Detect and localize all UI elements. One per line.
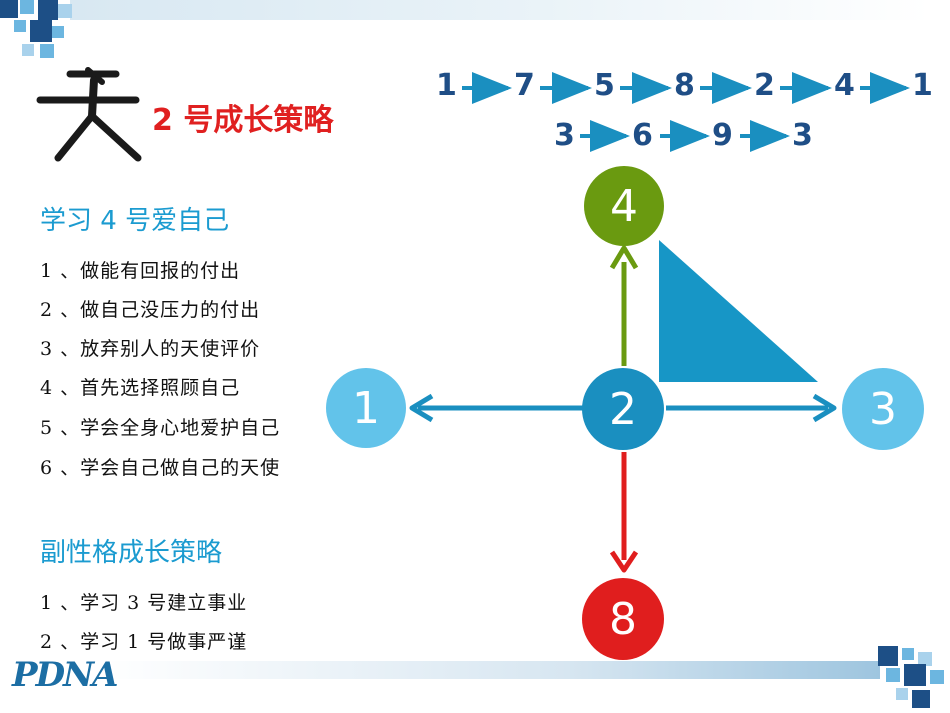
learn-item: 6 、学会自己做自己的天使 <box>40 457 281 479</box>
learn-item: 5 、学会全身心地爱护自己 <box>40 417 281 439</box>
learn-item: 3 、放弃别人的天使评价 <box>40 338 261 360</box>
seq1-n5: 4 <box>834 68 855 103</box>
footer-gradient-bar <box>100 661 880 679</box>
sequence-row-1: 1 7 5 8 2 4 1 <box>436 68 936 108</box>
sub-item: 1 、学习 3 号建立事业 <box>40 592 248 614</box>
seq1-n2: 5 <box>594 68 615 103</box>
logo-text: PDNA <box>12 655 119 695</box>
node-4: 4 <box>584 166 664 246</box>
learn-heading: 学习 4 号爱自己 <box>40 206 230 236</box>
sub-item: 2 、学习 1 号做事严谨 <box>40 631 248 653</box>
seq2-n0: 3 <box>554 118 575 153</box>
learn-item: 4 、首先选择照顾自己 <box>40 377 241 399</box>
node-2: 2 <box>582 368 664 450</box>
node-3-label: 3 <box>869 383 897 435</box>
node-1: 1 <box>326 368 406 448</box>
node-3: 3 <box>842 368 924 450</box>
page-title: 2 号成长策略 <box>152 103 334 138</box>
triangle-shape <box>659 240 818 382</box>
seq1-n4: 2 <box>754 68 775 103</box>
pdna-logo: PDNA <box>12 655 119 695</box>
sub-heading: 副性格成长策略 <box>40 538 223 568</box>
learn-item: 2 、做自己没压力的付出 <box>40 299 261 321</box>
node-1-label: 1 <box>352 382 380 434</box>
seq2-n3: 3 <box>792 118 813 153</box>
node-2-label: 2 <box>609 383 637 435</box>
node-4-label: 4 <box>610 180 638 232</box>
seq1-n3: 8 <box>674 68 695 103</box>
node-8-label: 8 <box>609 593 637 645</box>
node-8: 8 <box>582 578 664 660</box>
seq1-n1: 7 <box>514 68 535 103</box>
seq2-n2: 9 <box>712 118 733 153</box>
sequence-row-2: 3 6 9 3 <box>554 118 824 158</box>
seq2-n1: 6 <box>632 118 653 153</box>
learn-item: 1 、做能有回报的付出 <box>40 260 241 282</box>
seq1-n6: 1 <box>912 68 933 103</box>
header-gradient-bar <box>70 0 930 20</box>
seq1-n0: 1 <box>436 68 457 103</box>
